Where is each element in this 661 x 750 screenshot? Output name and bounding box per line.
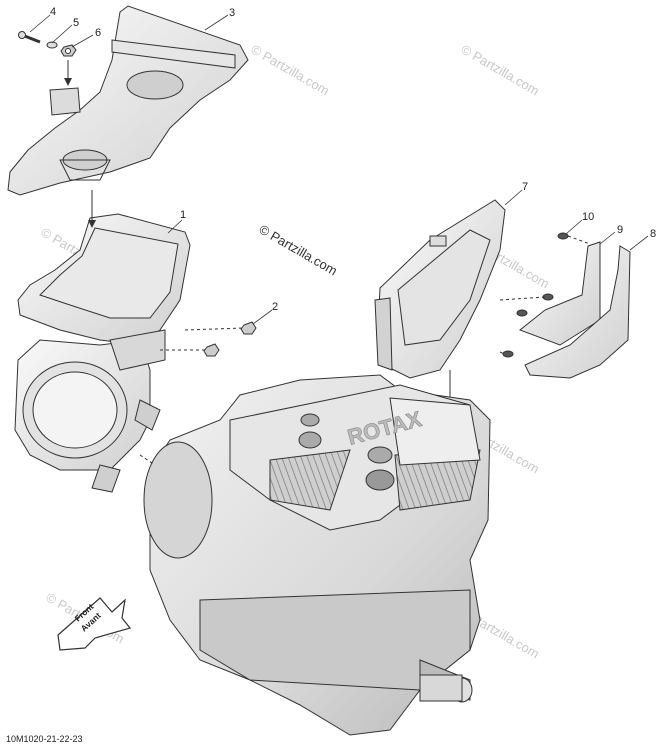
- part-side-panel: [519, 241, 601, 346]
- watermark-main: © Partzilla.com: [257, 222, 340, 279]
- part-engine: [143, 374, 491, 736]
- part-nut: [60, 44, 77, 57]
- leader-lines: [29, 14, 649, 325]
- callout-4: 4: [50, 6, 56, 18]
- callout-5: 5: [73, 17, 79, 29]
- callout-7: 7: [522, 181, 528, 193]
- callout-6: 6: [95, 27, 101, 39]
- watermark-text: © Partzilla.com: [249, 42, 332, 99]
- callout-8: 8: [650, 228, 656, 240]
- diagram-id: 10M1020-21-22-23: [6, 734, 83, 744]
- part-upper-cover: [7, 5, 249, 196]
- part-washer: [46, 41, 58, 49]
- part-fan-housing: [14, 213, 191, 493]
- callout-9: 9: [617, 224, 623, 236]
- watermark-text: © Partzilla.com: [459, 42, 542, 99]
- part-outer-panel: [524, 245, 631, 379]
- callout-1: 1: [180, 209, 186, 221]
- part-screw: [18, 31, 41, 44]
- callout-3: 3: [229, 7, 235, 19]
- callout-10: 10: [582, 211, 594, 223]
- callout-group: 1 2 3 4 5 6 7 8 9 10: [50, 6, 656, 313]
- part-air-intake: [374, 199, 506, 379]
- callout-2: 2: [272, 301, 278, 313]
- part-bolt: [203, 321, 257, 357]
